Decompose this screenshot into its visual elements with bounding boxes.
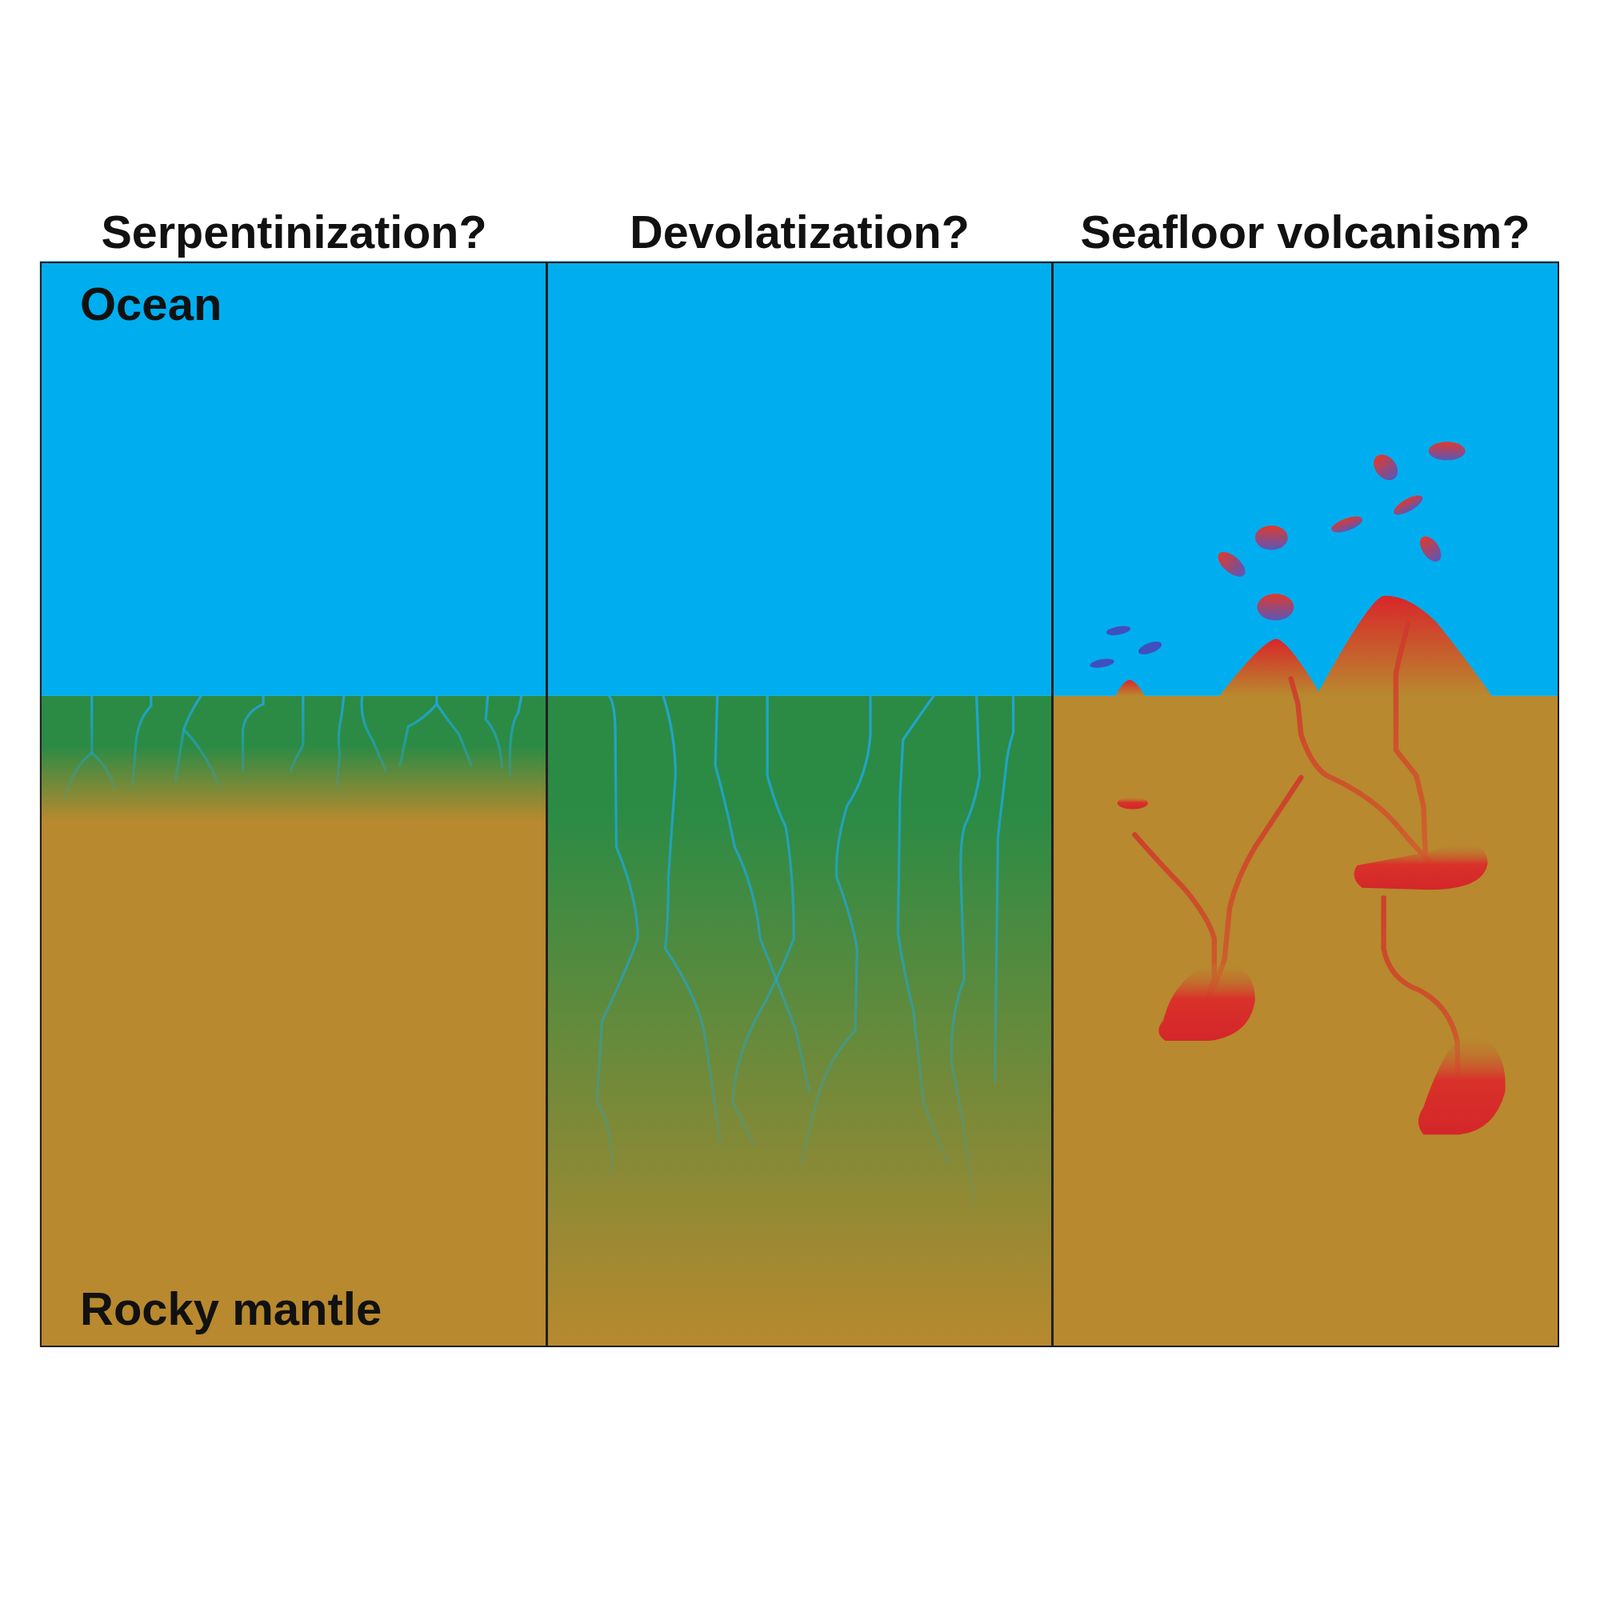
seafloor-volcanoes-part [1115, 679, 1145, 696]
magma-chambers [1117, 796, 1506, 1135]
magma-chambers-part [1158, 964, 1256, 1041]
panel-grounds-part [40, 696, 548, 1348]
panel-title: Seafloor volcanism? [1036, 205, 1574, 259]
devolatization-veins-part [800, 696, 871, 1164]
devolatization-veins-part [715, 696, 809, 1092]
seafloor-volcanoes [1115, 596, 1492, 696]
erupted-plumes-part [1416, 532, 1446, 566]
devolatization-veins-part [663, 696, 720, 1144]
serpentinization-veins-part [92, 696, 115, 788]
panel: Seafloor volcanism? [1051, 261, 1560, 1348]
devolatization-veins-part [732, 696, 795, 1144]
serpentinization-veins-part [436, 696, 472, 766]
magma-chambers-part [1117, 796, 1148, 809]
serpentinization-veins-part [485, 696, 502, 768]
devolatization-veins-part [596, 696, 638, 1174]
devolatization-veins-part [951, 696, 980, 1204]
serpentinization-veins-part [175, 696, 201, 781]
serpentinization-veins-part [509, 696, 521, 776]
erupted-plumes-part [1105, 624, 1132, 637]
erupted-plumes-part [1329, 512, 1365, 536]
panel: Serpentinization? [40, 261, 548, 1348]
seafloor-volcanoes-part [1219, 638, 1322, 696]
panel-title: Devolatization? [531, 205, 1068, 259]
erupted-plumes-part [1213, 547, 1249, 581]
panel-title: Serpentinization? [25, 205, 563, 259]
layer-label: Ocean [80, 277, 222, 332]
serpentinization-veins-part [361, 696, 386, 771]
erupted-plumes-part [1255, 525, 1288, 551]
serpentinization-veins-part [400, 704, 437, 766]
layer-label: Rocky mantle [80, 1282, 382, 1336]
panel: Devolatization? [545, 261, 1054, 1348]
panel-grounds [40, 261, 1560, 1348]
erupted-plumes-part [1136, 639, 1164, 657]
devolatization-veins-part [995, 696, 1014, 1082]
serpentinization-veins-part [291, 696, 304, 771]
panel-grounds-part [40, 261, 1560, 696]
erupted-plumes-part [1256, 593, 1294, 620]
erupted-plumes-part [1368, 449, 1403, 485]
serpentinization-veins-part [336, 696, 344, 786]
serpentinization-veins-part [63, 752, 92, 806]
magma-chambers-part [1418, 1036, 1506, 1136]
serpentinization-veins [63, 696, 522, 807]
panel-grounds-part [1052, 696, 1560, 1348]
serpentinization-veins-part [184, 729, 220, 786]
erupted-plumes-part [1428, 441, 1466, 460]
erupted-plumes [1089, 441, 1466, 669]
panel-grounds-part [547, 696, 1054, 1348]
erupted-plumes-part [1089, 656, 1116, 669]
devolatization-veins-part [897, 696, 949, 1164]
magma-chambers-part [1354, 844, 1488, 890]
magma-conduits-part [1396, 624, 1426, 858]
erupted-plumes-part [1391, 492, 1426, 520]
serpentinization-veins-part [243, 696, 264, 771]
serpentinization-veins-part [132, 696, 152, 786]
devolatization-veins [596, 696, 1013, 1204]
